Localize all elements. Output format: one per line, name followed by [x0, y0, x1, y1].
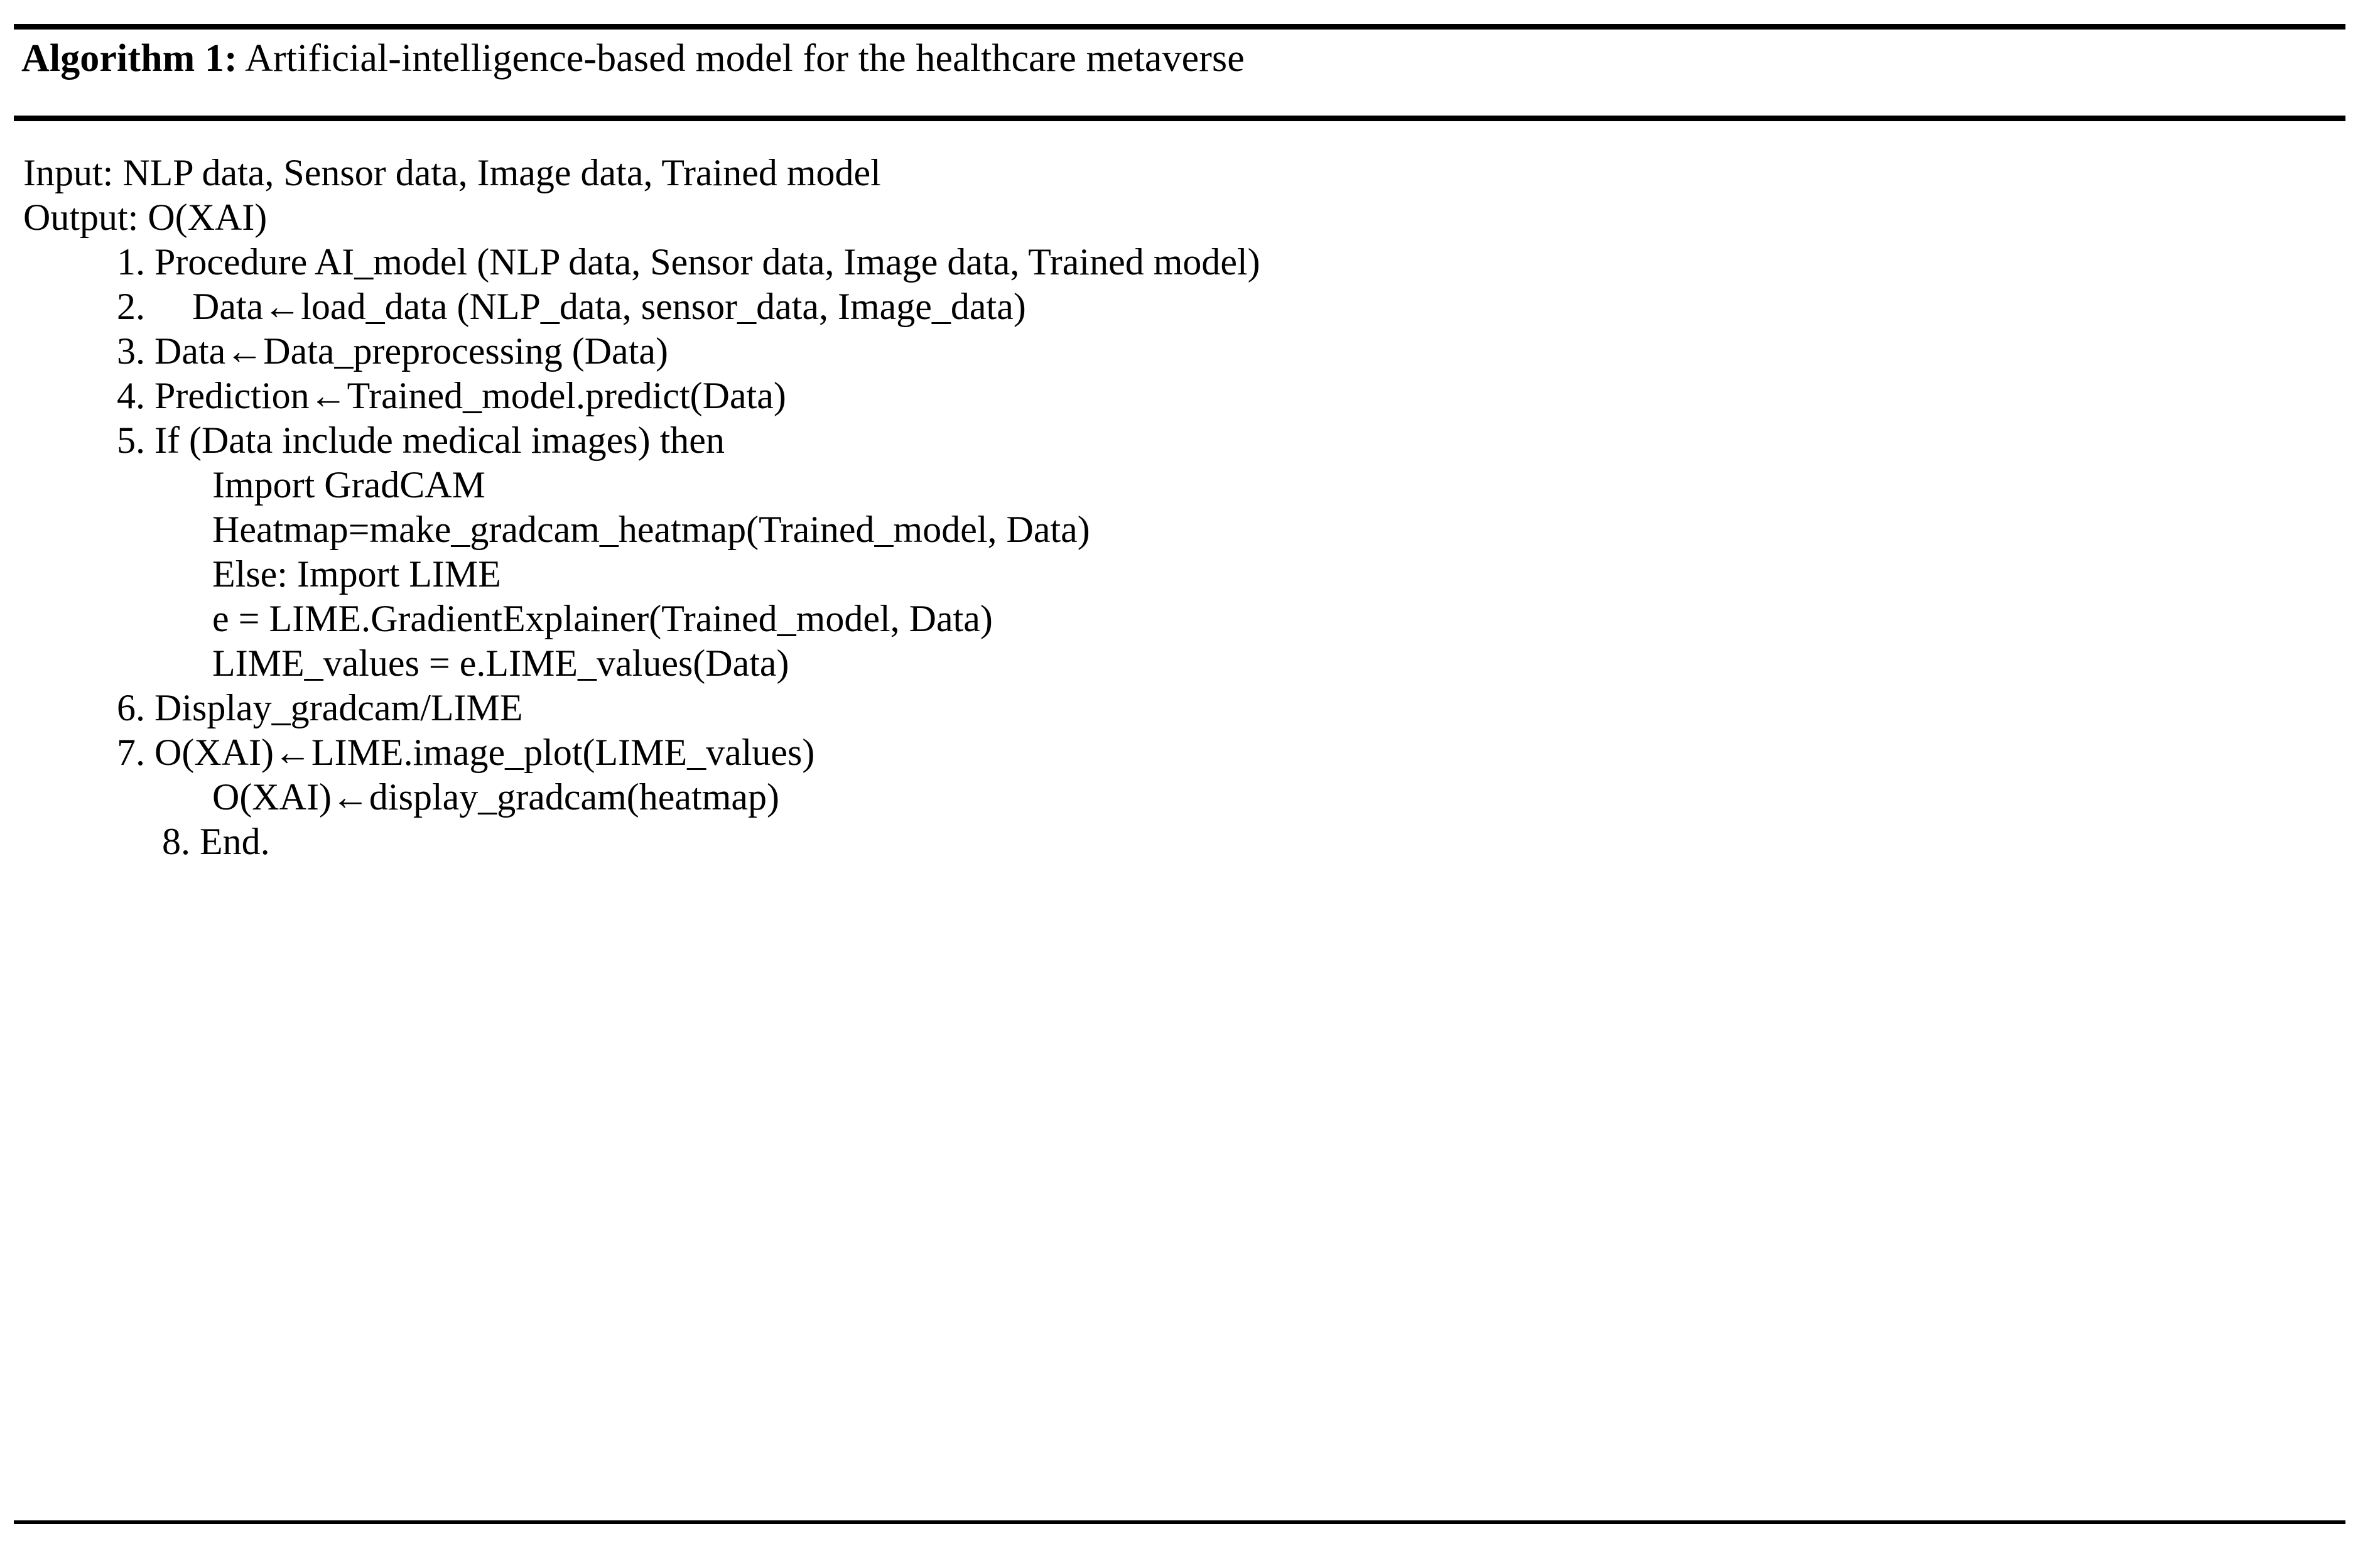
algorithm-title-text: Artificial-intelligence-based model for …: [237, 37, 1245, 80]
algorithm-title-label: Algorithm 1:: [21, 37, 237, 80]
algorithm-step-3: 3. Data←Data_preprocessing (Data): [117, 330, 668, 372]
algorithm-step-2: 2. Data←load_data (NLP_data, sensor_data…: [117, 286, 1026, 327]
algorithm-step-1: 1. Procedure AI_model (NLP data, Sensor …: [117, 241, 1260, 283]
algorithm-step-4: 4. Prediction←Trained_model.predict(Data…: [117, 375, 786, 416]
algorithm-step-8-end: 8. End.: [162, 821, 270, 862]
title-separator-rule: [14, 116, 2345, 121]
algorithm-step-6: 6. Display_gradcam/LIME: [117, 687, 523, 728]
algorithm-step-5-lime-values: LIME_values = e.LIME_values(Data): [212, 642, 789, 684]
algorithm-input-line: Input: NLP data, Sensor data, Image data…: [23, 152, 881, 193]
algorithm-step-5-heatmap: Heatmap=make_gradcam_heatmap(Trained_mod…: [212, 509, 1090, 550]
algorithm-step-5-gradient-explainer: e = LIME.GradientExplainer(Trained_model…: [212, 598, 993, 639]
algorithm-output-line: Output: O(XAI): [23, 197, 268, 238]
bottom-rule: [14, 1520, 2345, 1524]
algorithm-body: Input: NLP data, Sensor data, Image data…: [0, 151, 2380, 864]
algorithm-step-5-else-import-lime: Else: Import LIME: [212, 553, 501, 595]
top-rule: [14, 24, 2345, 30]
algorithm-title: Algorithm 1: Artificial-intelligence-bas…: [21, 39, 1245, 78]
algorithm-step-5-import-gradcam: Import GradCAM: [212, 464, 485, 506]
algorithm-step-7: 7. O(XAI)←LIME.image_plot(LIME_values): [117, 732, 815, 773]
algorithm-step-7-display-gradcam: O(XAI)←display_gradcam(heatmap): [212, 776, 779, 818]
algorithm-step-5: 5. If (Data include medical images) then: [117, 419, 725, 461]
